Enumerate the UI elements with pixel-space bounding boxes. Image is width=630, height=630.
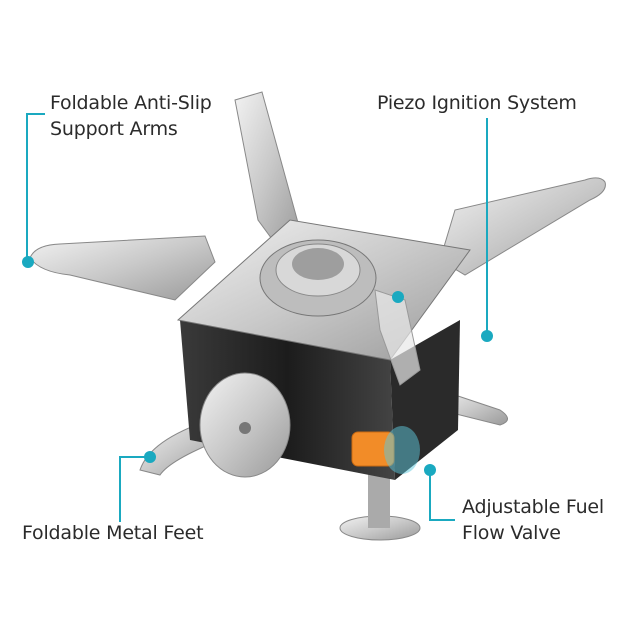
callout-dot bbox=[481, 330, 493, 342]
callout-dot bbox=[144, 451, 156, 463]
support-arm-left bbox=[29, 235, 216, 301]
callout-lines bbox=[26, 113, 488, 522]
label-line: Adjustable Fuel bbox=[462, 496, 605, 518]
callout-dot bbox=[22, 256, 34, 268]
callout-dot bbox=[424, 464, 436, 476]
callout-dot bbox=[392, 291, 404, 303]
label-support-arms: Foldable Anti-Slip Support Arms bbox=[50, 90, 212, 142]
label-line: Support Arms bbox=[50, 118, 178, 140]
label-line: Piezo Ignition System bbox=[377, 92, 577, 114]
label-line: Foldable Metal Feet bbox=[22, 522, 204, 544]
support-arm-right bbox=[439, 177, 606, 276]
label-valve: Adjustable Fuel Flow Valve bbox=[462, 494, 604, 546]
label-line: Foldable Anti-Slip bbox=[50, 92, 212, 114]
label-ignition: Piezo Ignition System bbox=[377, 90, 577, 116]
label-line: Flow Valve bbox=[462, 522, 561, 544]
label-feet: Foldable Metal Feet bbox=[22, 520, 204, 546]
